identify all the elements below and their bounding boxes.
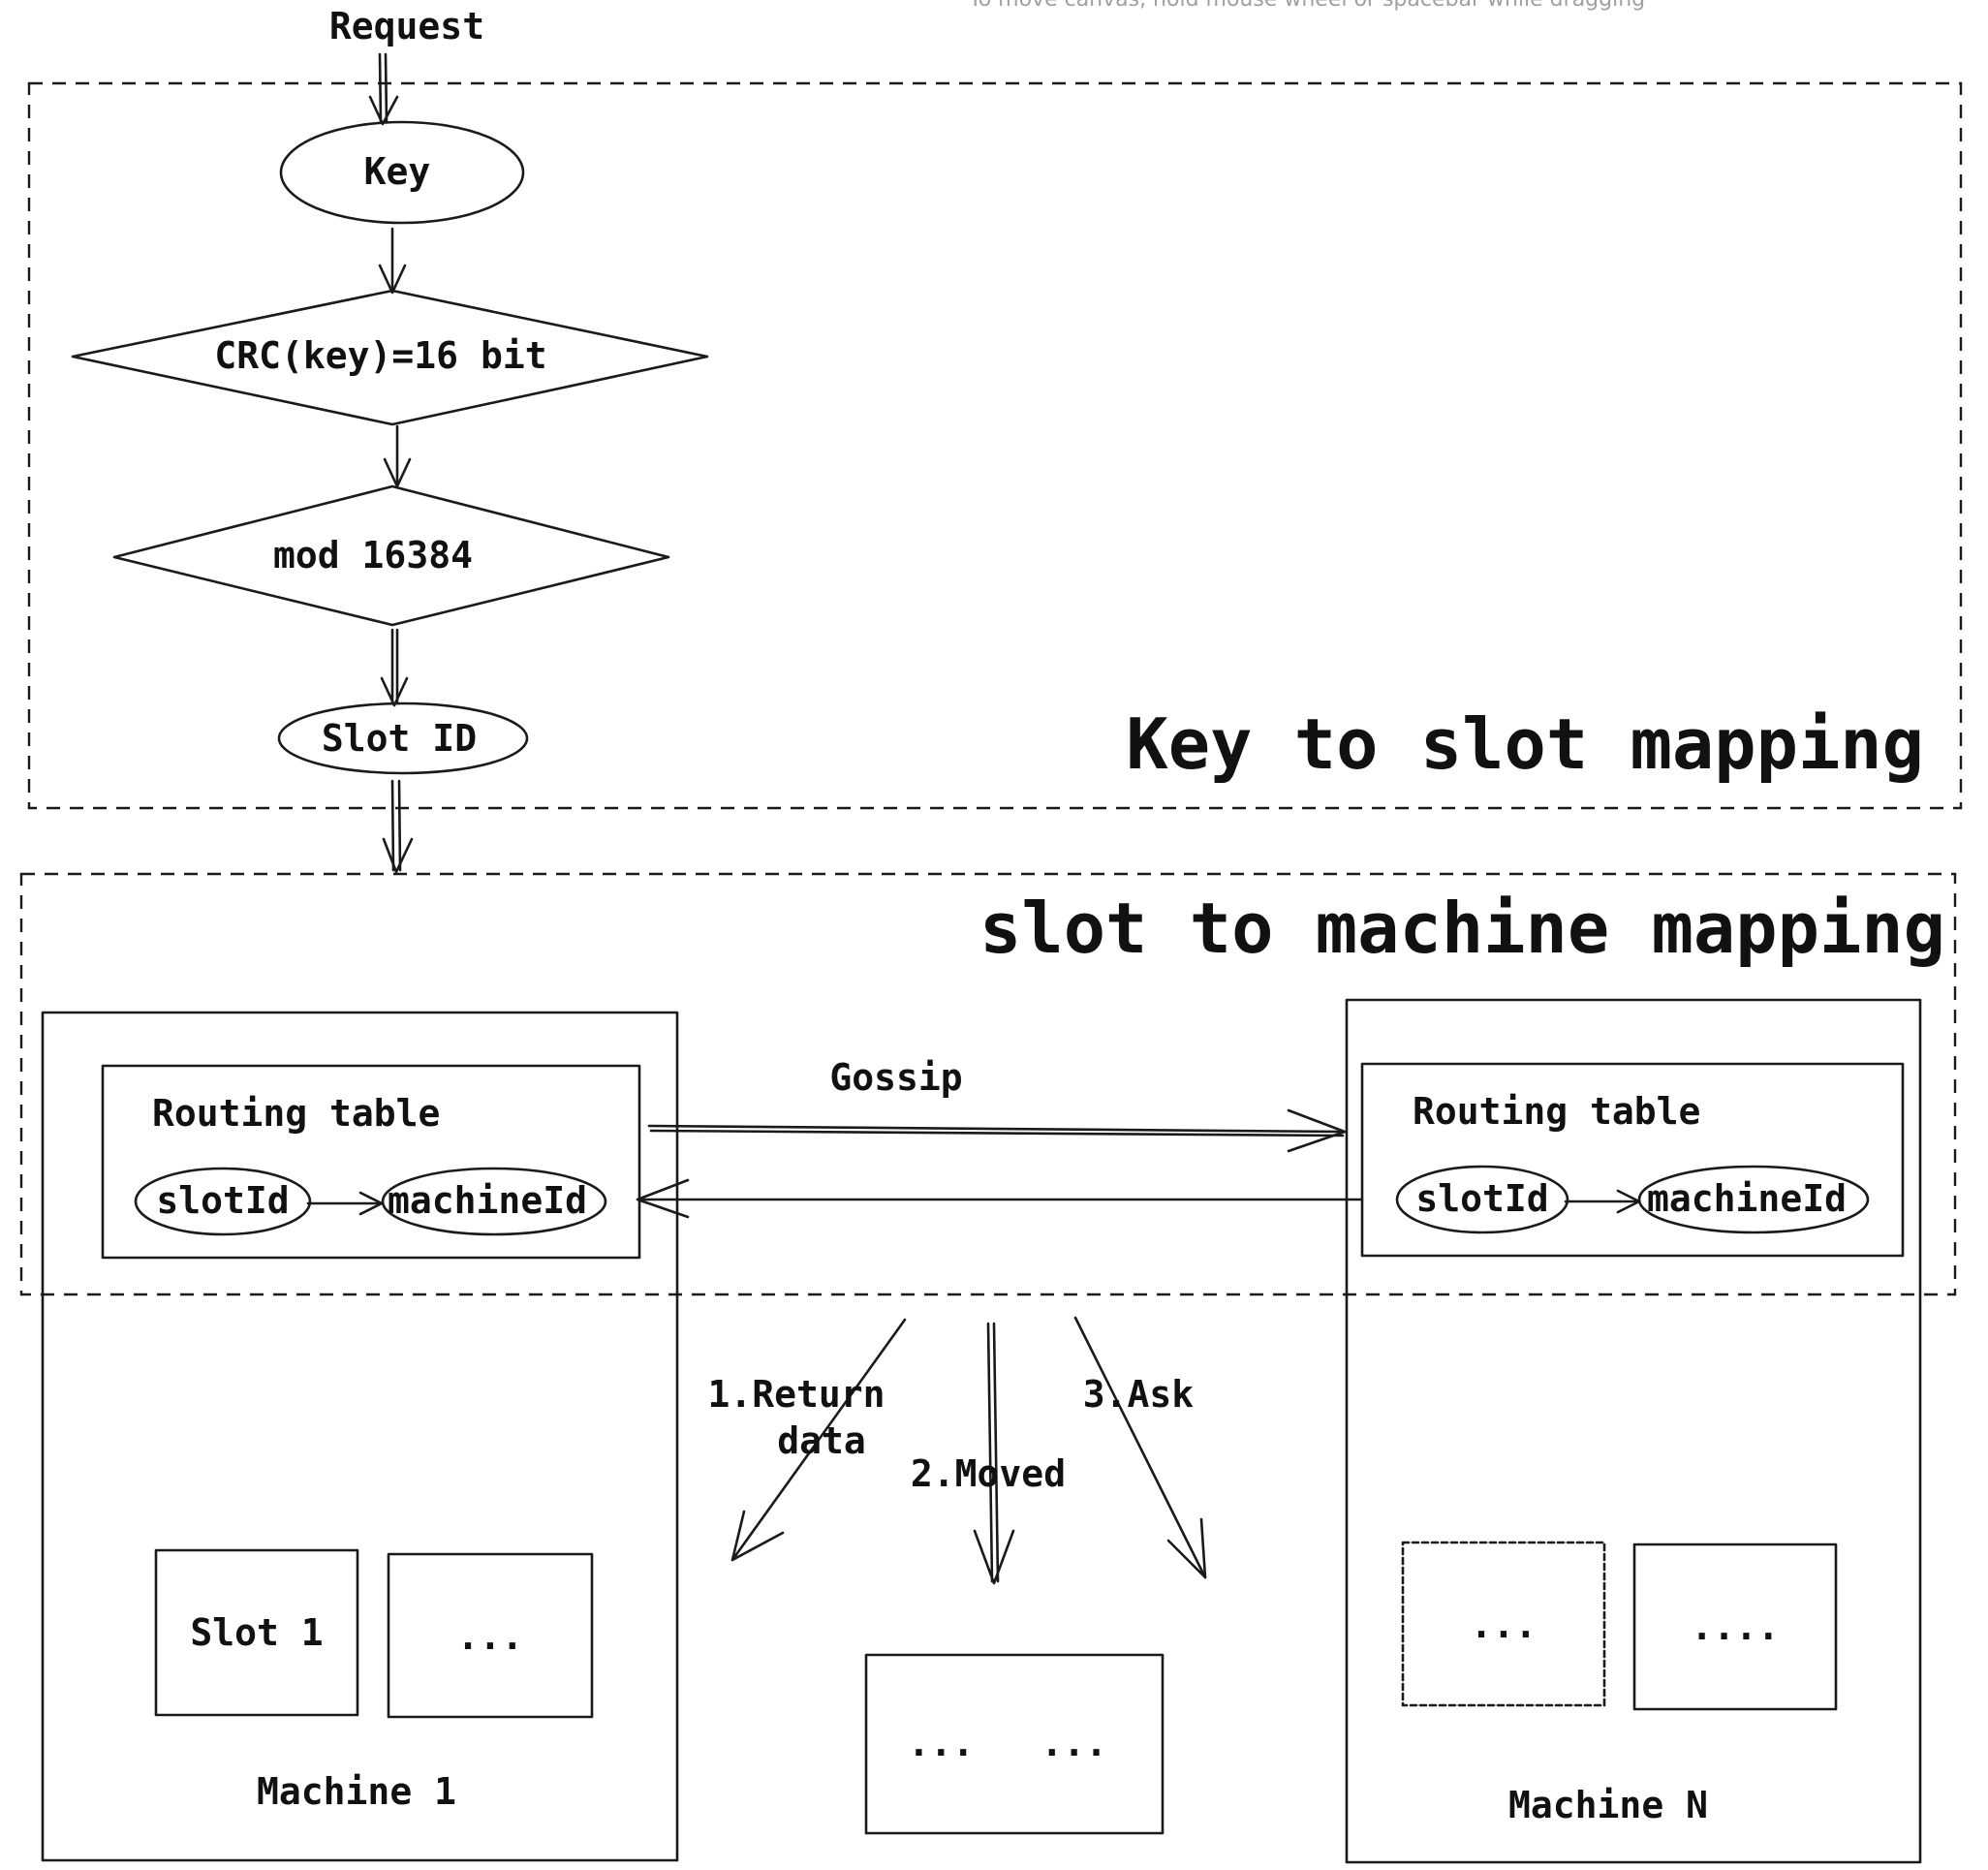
slot-id-label: Slot ID bbox=[322, 717, 477, 760]
machine-n[interactable]: Routing table slotId machineId ... .... … bbox=[1345, 998, 1922, 1864]
mod-label: mod 16384 bbox=[273, 534, 473, 577]
machine-1-machineid-node[interactable] bbox=[381, 1167, 607, 1236]
gossip-label: Gossip bbox=[829, 1056, 962, 1099]
return-data-label-line1: 1.Return bbox=[707, 1373, 885, 1416]
key-label: Key bbox=[364, 150, 431, 193]
middle-machine-box[interactable]: ... ... bbox=[864, 1653, 1165, 1835]
moved-arrow[interactable] bbox=[973, 1322, 1015, 1585]
machine-1-slot-more-label: ... bbox=[457, 1615, 524, 1658]
request-label: Request bbox=[329, 5, 484, 47]
machine-1-routing-table-title: Routing table bbox=[152, 1092, 440, 1135]
machine-n-slot-to-machine-arrow[interactable] bbox=[1564, 1189, 1641, 1214]
machine-n-name: Machine N bbox=[1508, 1784, 1708, 1826]
crc-label: CRC(key)=16 bit bbox=[214, 334, 546, 377]
machine-n-machineid-label: machineId bbox=[1647, 1177, 1847, 1220]
key-to-crc-arrow[interactable] bbox=[378, 227, 407, 295]
machine-n-routing-table[interactable]: Routing table slotId machineId bbox=[1360, 1062, 1905, 1258]
request-arrow[interactable] bbox=[368, 52, 399, 126]
gossip-arrow-to-machine-1[interactable] bbox=[636, 1178, 1364, 1219]
machine-n-slot-more-b-label: .... bbox=[1691, 1605, 1780, 1648]
machine-1-name: Machine 1 bbox=[257, 1770, 456, 1813]
gossip-arrow-to-machine-n[interactable] bbox=[647, 1108, 1347, 1153]
return-data-arrow[interactable] bbox=[730, 1318, 907, 1562]
middle-box-label: ... ... bbox=[908, 1722, 1107, 1764]
moved-label: 2.Moved bbox=[911, 1452, 1066, 1495]
machine-n-slotid-label: slotId bbox=[1415, 1177, 1548, 1220]
ask-arrow[interactable] bbox=[1073, 1316, 1207, 1579]
machine-n-slot-more-a-label: ... bbox=[1471, 1604, 1538, 1646]
crc-node[interactable]: CRC(key)=16 bit bbox=[71, 289, 709, 426]
crc-to-mod-arrow[interactable] bbox=[383, 424, 412, 488]
machine-1-machineid-label: machineId bbox=[388, 1179, 587, 1222]
canvas-hint-text: To move canvas, hold mouse wheel or spac… bbox=[968, 0, 1645, 12]
return-data-label-line2: data bbox=[777, 1419, 866, 1462]
machine-1-slotid-label: slotId bbox=[156, 1179, 289, 1222]
machine-1[interactable]: Routing table slotId machineId Slot 1 ..… bbox=[41, 1011, 679, 1862]
key-node[interactable]: Key bbox=[279, 120, 525, 225]
ask-label: 3.Ask bbox=[1083, 1373, 1195, 1416]
machine-n-machineid-node[interactable] bbox=[1637, 1165, 1870, 1234]
key-to-slot-region bbox=[27, 81, 1963, 810]
slot-to-machine-region bbox=[19, 872, 1957, 1296]
slot-id-node[interactable]: Slot ID bbox=[277, 701, 529, 775]
key-to-slot-title: Key to slot mapping bbox=[1126, 703, 1924, 785]
machine-1-slot-to-machine-arrow[interactable] bbox=[306, 1191, 384, 1216]
machine-1-slot-1[interactable]: Slot 1 bbox=[154, 1548, 359, 1717]
machine-n-slotid-node[interactable] bbox=[1395, 1165, 1569, 1234]
machine-n-routing-table-title: Routing table bbox=[1413, 1090, 1700, 1133]
mod-to-slotid-arrow[interactable] bbox=[380, 628, 409, 707]
machine-1-slot-more[interactable]: ... bbox=[387, 1552, 594, 1719]
mod-node[interactable]: mod 16384 bbox=[112, 484, 670, 627]
slotid-to-machine-arrow[interactable] bbox=[382, 779, 414, 874]
machine-1-slotid-node[interactable] bbox=[134, 1167, 312, 1236]
machine-n-slot-more-b[interactable]: .... bbox=[1632, 1543, 1838, 1711]
machine-1-slot-1-label: Slot 1 bbox=[190, 1611, 323, 1654]
machine-n-slot-more-a[interactable]: ... bbox=[1401, 1541, 1606, 1707]
machine-1-routing-table[interactable]: Routing table slotId machineId bbox=[101, 1064, 641, 1260]
slot-to-machine-title: slot to machine mapping bbox=[979, 888, 1945, 969]
